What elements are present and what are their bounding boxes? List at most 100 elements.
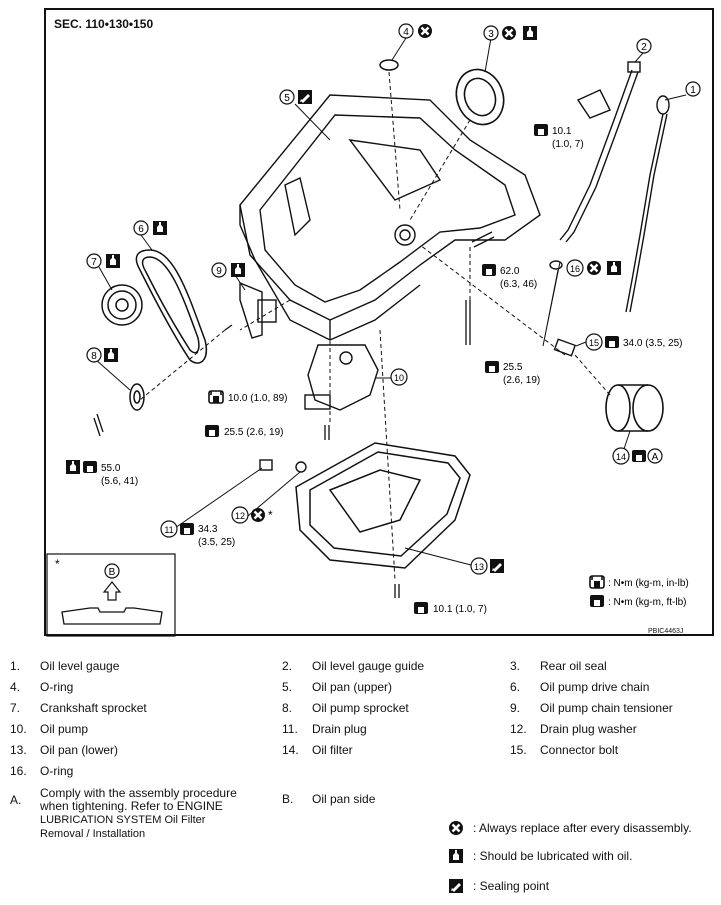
torque-25-units: (2.6, 19) (503, 375, 540, 386)
torque-62-value: 62.0 (500, 266, 520, 277)
svg-text:7: 7 (91, 257, 97, 268)
svg-text:15: 15 (589, 338, 599, 348)
oil-pan-upper (239, 94, 541, 341)
section-label: SEC. 110•130•150 (54, 17, 154, 31)
oil-level-gauge-guide (559, 61, 641, 243)
part-number: 7. (10, 701, 21, 715)
part-label: Drain plug (312, 722, 367, 736)
svg-text:B: B (109, 567, 116, 578)
part-number: 6. (510, 680, 521, 694)
svg-text:10: 10 (394, 373, 404, 383)
svg-text:11: 11 (164, 525, 173, 535)
svg-text:4: 4 (403, 27, 409, 38)
callout-6: 6 (133, 220, 149, 236)
part-label: Oil pump (40, 722, 89, 736)
callout-8: 8 (86, 347, 102, 363)
part-number: 1. (10, 659, 21, 673)
part-label: Rear oil seal (540, 659, 607, 673)
callout-7: 7 (86, 253, 102, 269)
callout-14: 14 (612, 447, 630, 465)
part-label: Oil pan (upper) (312, 680, 393, 694)
part-number: 13. (10, 743, 27, 757)
note-a-num: A. (10, 793, 22, 807)
note-a-line1: Comply with the assembly procedure (40, 786, 237, 800)
inset-oil-pan-side: * B (46, 553, 176, 637)
torque-tensioner: 10.0 (1.0, 89) (228, 393, 287, 404)
inset-star: * (55, 557, 60, 571)
torque-gauge-guide-value: 10.1 (552, 126, 572, 137)
legend-lubricate: : Should be lubricated with oil. (447, 847, 632, 865)
torque-legend-inlb: : N•m (kg-m, in-lb) (608, 578, 689, 589)
part-label: Oil filter (312, 743, 353, 757)
part-label: Oil level gauge (40, 659, 120, 673)
alignment-lines (139, 71, 611, 581)
part-label: Oil pump chain tensioner (540, 701, 673, 715)
svg-text:12: 12 (235, 511, 245, 521)
rear-oil-seal (455, 68, 505, 126)
note-a-line2: when tightening. Refer to ENGINE (40, 799, 223, 813)
oil-pan-lower (295, 442, 471, 569)
oil-pump-sprocket (129, 383, 145, 411)
oil-pump (304, 344, 379, 411)
callout-4: 4 (398, 23, 414, 39)
callout-star: * (268, 508, 273, 522)
drain-plug-washer (295, 461, 307, 473)
exploded-view-diagram: 1 2 3 4 5 6 7 8 9 10 11 12 * 13 14 A 15 … (46, 22, 701, 637)
torque-legend-ftlb: : N•m (kg-m, ft-lb) (608, 597, 687, 608)
o-ring-4 (379, 59, 399, 71)
callouts: 1 2 3 4 5 6 7 8 9 10 11 12 * 13 14 A 15 … (66, 22, 701, 615)
part-number: 8. (282, 701, 293, 715)
callout-15: 15 (585, 333, 603, 351)
lubricate-icon (153, 221, 167, 235)
svg-text:14: 14 (616, 452, 626, 462)
svg-text:16: 16 (570, 264, 580, 274)
part-number: 2. (282, 659, 293, 673)
bolts (93, 231, 495, 598)
note-a-text: Comply with the assembly procedure when … (40, 787, 237, 841)
callout-3: 3 (483, 25, 499, 41)
torque-wrench-icon (180, 523, 194, 535)
torque-wrench-icon (205, 425, 219, 437)
leader-lines (94, 37, 687, 566)
svg-text:6: 6 (138, 224, 144, 235)
svg-text:2: 2 (641, 42, 647, 53)
torque-oil-pump: 25.5 (2.6, 19) (224, 427, 283, 438)
torque-crank-value: 55.0 (101, 463, 121, 474)
drain-plug (259, 459, 273, 471)
figure-id: PBIC4463J (648, 628, 684, 635)
callout-16: 16 (566, 259, 584, 277)
replace-icon (585, 259, 603, 277)
sealing-icon (490, 559, 504, 573)
oil-filter (605, 384, 664, 432)
part-label: Connector bolt (540, 743, 619, 757)
legend-replace-text: : Always replace after every disassembly… (473, 821, 692, 835)
torque-crank-units: (5.6, 41) (101, 476, 138, 487)
part-number: 15. (510, 743, 527, 757)
callout-5: 5 (279, 89, 295, 105)
note-b-label: Oil pan side (312, 792, 376, 806)
washer-profile (61, 607, 163, 625)
oil-level-gauge (625, 95, 670, 313)
torque-connector-bolt: 34.0 (3.5, 25) (623, 338, 682, 349)
svg-text:13: 13 (474, 562, 484, 572)
torque-wrench-icon (590, 595, 604, 607)
part-label: O-ring (40, 680, 74, 694)
part-label: Drain plug washer (540, 722, 637, 736)
torque-wrench-icon (632, 450, 646, 462)
crankshaft-sprocket (101, 284, 143, 326)
connector-bolt (553, 338, 577, 357)
svg-text:3: 3 (488, 29, 494, 40)
part-number: 5. (282, 680, 293, 694)
callout-B: B (104, 563, 120, 579)
torque-wrench-icon (534, 124, 548, 136)
legend-lubricate-text: : Should be lubricated with oil. (473, 849, 633, 863)
torque-wrench-icon (485, 361, 499, 373)
lubricate-icon (106, 254, 120, 268)
note-b-num: B. (282, 792, 294, 806)
svg-text:A: A (652, 452, 659, 463)
lubricate-icon (607, 261, 621, 275)
replace-icon (447, 819, 465, 837)
up-arrow-icon (102, 581, 122, 601)
part-number: 12. (510, 722, 527, 736)
lubricate-icon (523, 26, 537, 40)
